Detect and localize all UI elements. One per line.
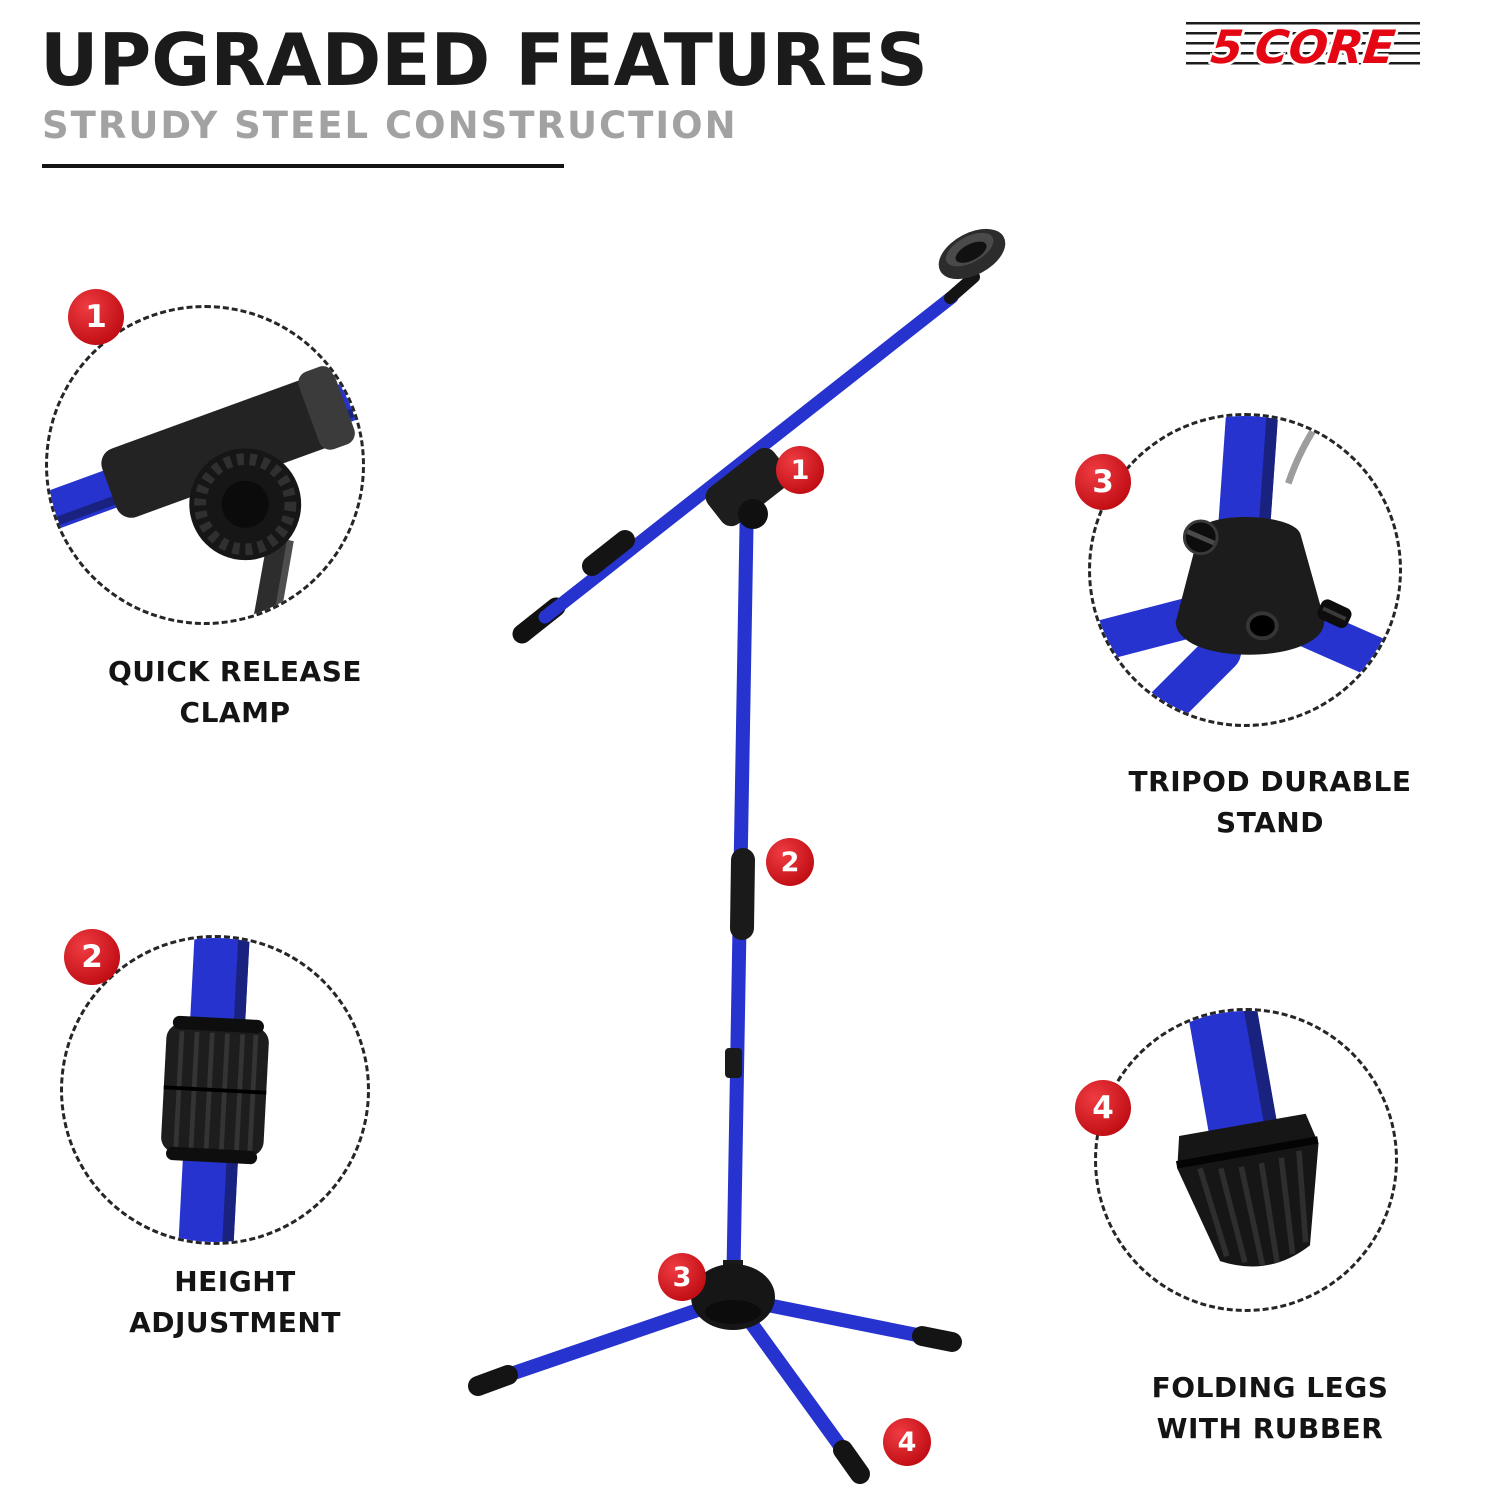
callout-quick-release-clamp: [45, 305, 365, 625]
callout-1-caption: QUICK RELEASE CLAMP: [55, 652, 415, 733]
callout-1-number: 1: [85, 299, 107, 335]
callout-3-caption: TRIPOD DURABLE STAND: [1090, 762, 1450, 843]
clamp-closeup-illustration: [48, 366, 362, 622]
stand-marker-1: 1: [776, 446, 824, 494]
page-title: UPGRADED FEATURES: [40, 18, 928, 102]
callout-3-caption-line1: TRIPOD DURABLE: [1128, 765, 1412, 798]
tripod-legs: [468, 1291, 962, 1484]
main-pole: [726, 497, 754, 1301]
page-subtitle: STRUDY STEEL CONSTRUCTION: [42, 104, 738, 147]
stand-marker-2: 2: [766, 838, 814, 886]
stand-marker-4-number: 4: [897, 1426, 917, 1458]
subtitle-underline: [42, 164, 564, 168]
callout-2-caption: HEIGHT ADJUSTMENT: [55, 1262, 415, 1343]
height-adjustment-closeup-illustration: [161, 938, 269, 1242]
callout-folding-legs: [1094, 1008, 1398, 1312]
mic-clip: [938, 228, 1006, 304]
callout-3-number: 3: [1092, 464, 1114, 500]
stand-marker-1-number: 1: [790, 454, 810, 486]
callout-4-number: 4: [1092, 1090, 1114, 1126]
stand-marker-3: 3: [658, 1253, 706, 1301]
brand-name: CORE: [1252, 20, 1398, 74]
rubber-foot-closeup-illustration: [1175, 1011, 1319, 1267]
stand-marker-3-number: 3: [672, 1261, 692, 1293]
logo-stripes: [1186, 22, 1420, 72]
callout-height-adjustment: [60, 935, 370, 1245]
callout-2-caption-line1: HEIGHT: [174, 1265, 296, 1298]
callout-1-badge: 1: [68, 289, 124, 345]
callout-4-badge: 4: [1075, 1080, 1131, 1136]
brand-logo: 5 CORE: [1186, 14, 1420, 80]
callout-3-caption-line2: STAND: [1216, 805, 1324, 839]
callout-2-badge: 2: [64, 929, 120, 985]
height-collar: [730, 848, 755, 940]
callout-4-caption: FOLDING LEGS WITH RUBBER: [1090, 1368, 1450, 1449]
stand-marker-4: 4: [883, 1418, 931, 1466]
callout-2-number: 2: [81, 939, 103, 975]
boom-arm: [512, 290, 959, 644]
callout-4-caption-line1: FOLDING LEGS: [1151, 1371, 1389, 1404]
callout-2-caption-line2: ADJUSTMENT: [129, 1305, 341, 1339]
stand-marker-2-number: 2: [780, 846, 800, 878]
callout-tripod-stand: [1088, 413, 1402, 727]
callout-1-caption-line1: QUICK RELEASE: [107, 655, 363, 688]
cable-clip: [725, 1048, 742, 1078]
logo-text: 5 CORE: [1183, 14, 1424, 80]
brand-number: 5: [1208, 20, 1246, 74]
callout-1-caption-line2: CLAMP: [179, 695, 291, 729]
tripod-hub-closeup-illustration: [1091, 416, 1399, 724]
callout-3-badge: 3: [1075, 454, 1131, 510]
callout-4-caption-line2: WITH RUBBER: [1156, 1411, 1384, 1445]
